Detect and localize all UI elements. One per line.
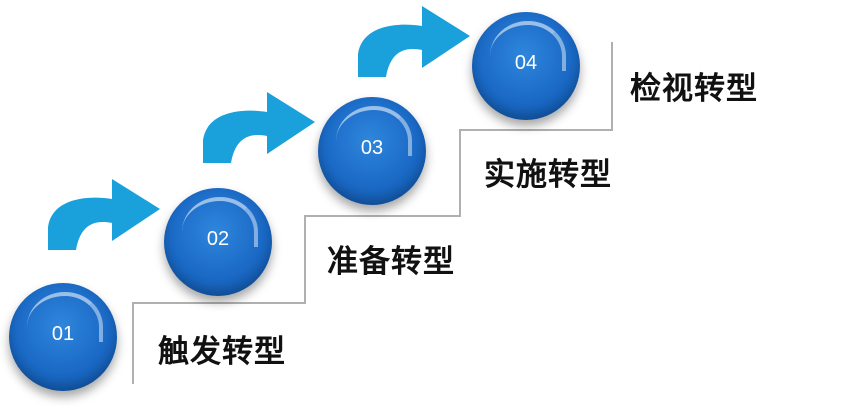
step-circle-01: 01 — [9, 283, 117, 391]
step-label-02: 准备转型 — [327, 244, 455, 280]
step-number: 02 — [206, 228, 230, 250]
circle-gloss — [27, 292, 103, 342]
circle-gloss — [182, 197, 258, 247]
step-circle-02: 02 — [164, 188, 272, 296]
step-label-01: 触发转型 — [158, 334, 286, 370]
step-label-04: 检视转型 — [630, 71, 758, 107]
curved-arrow-icon — [48, 179, 160, 250]
step-number: 03 — [360, 137, 384, 159]
step-number: 01 — [51, 323, 75, 345]
circle-gloss — [336, 106, 412, 156]
step-label-03: 实施转型 — [484, 157, 612, 193]
circle-gloss — [490, 21, 566, 71]
step-circle-04: 04 — [472, 12, 580, 120]
step-circle-03: 03 — [318, 97, 426, 205]
curved-arrow-icon — [358, 6, 470, 77]
curved-arrow-icon — [203, 92, 315, 163]
step-number: 04 — [514, 52, 538, 74]
